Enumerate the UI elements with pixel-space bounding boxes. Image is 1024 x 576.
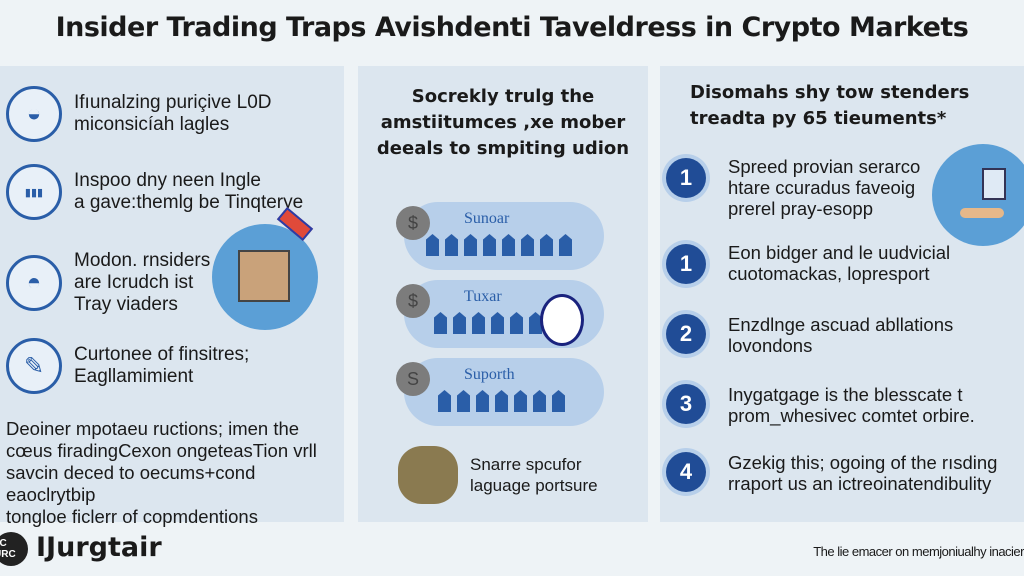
paragraph-line: cœus firadingCexon ongeteasTion vrll <box>6 440 317 461</box>
item-text: Eagllamimient <box>74 366 194 387</box>
caption-line: Snarre spcufor <box>470 455 582 474</box>
middle-heading: Socrekly trulg the amstiitumces ,xe mobe… <box>358 84 648 162</box>
audio-wave-icon: ▮▮▮ <box>6 164 62 220</box>
item-text: Tray viaders <box>74 294 178 315</box>
paragraph-line: savcin deced to oecums+cond eaoclrytbip <box>6 462 256 505</box>
pill-label: Suporth <box>464 366 515 383</box>
middle-panel: Socrekly trulg the amstiitumces ,xe mobe… <box>358 66 648 522</box>
step-line: prerel pray-esopp <box>728 198 873 219</box>
step-line: Gzekig this; ogoing of the rısding <box>728 452 998 473</box>
paragraph-line: Deoiner mpotaeu ructions; imen the <box>6 418 300 439</box>
hand-cursor-icon <box>540 294 584 346</box>
list-item: ✎ Curtonee of finsitres;Eagllamimient <box>6 338 249 394</box>
item-text: a gave:themlg be Tinqterye <box>74 192 304 213</box>
bowl-icon: ◒ <box>6 86 62 142</box>
coin-icon: $ <box>396 206 430 240</box>
paragraph-line: tongloe ficlerr of copmdentions <box>6 506 258 527</box>
item-text: miconsicíah lagles <box>74 114 230 135</box>
step-number: 4 <box>666 452 706 492</box>
money-bag-icon <box>398 446 458 504</box>
step-line: lovondons <box>728 335 813 356</box>
calculator-hand-illustration <box>932 144 1024 246</box>
coin-icon: $ <box>396 284 430 318</box>
footer-tagline: The lie emacer on memjoniualhy inacier <box>813 544 1024 559</box>
heading-line: Disomahs shy tow stenders <box>690 82 970 103</box>
box-icon <box>238 250 290 302</box>
bar-icons <box>438 390 565 412</box>
right-panel: Disomahs shy tow stenders treadta py 65 … <box>660 66 1024 522</box>
brand-name: Ĳurgtair <box>36 532 162 563</box>
heading-line: Socrekly trulg the <box>411 86 595 107</box>
brand-logo: JC URC <box>0 532 28 566</box>
pill-label: Tuxar <box>464 288 502 305</box>
chart-pill: $ Sunoar <box>396 202 604 270</box>
step-line: Enzdlnge ascuad abllations <box>728 314 954 335</box>
item-text: Modon. rnsiders <box>74 250 211 271</box>
step-number: 1 <box>666 158 706 198</box>
step-line: rraport us an ictreoinatendibulity <box>728 473 992 494</box>
item-text: Inspoo dny neen Ingle <box>74 170 261 191</box>
pill-label: Sunoar <box>464 210 510 227</box>
bar-icons <box>434 312 542 334</box>
item-text: Ifıunalzing puriçive L0D <box>74 92 272 113</box>
item-text: Curtonee of finsitres; <box>74 344 250 365</box>
step-number: 3 <box>666 384 706 424</box>
heading-line: deeals to smpiting udion <box>376 138 630 159</box>
step-line: Inygatgage is the blesscate t <box>728 384 963 405</box>
coin-icon: S <box>396 362 430 396</box>
middle-caption: Snarre spcufor laguage portsure <box>470 454 598 496</box>
chart-pill: S Suporth <box>396 358 604 426</box>
summary-paragraph: Deoiner mpotaeu ructions; imen the cœus … <box>6 418 341 528</box>
step-line: Eon bidger and le uudvicial <box>728 242 951 263</box>
step-line: prom_whesivec comtet orbire. <box>728 405 975 426</box>
step-line: htare ccuradus faveoig <box>728 177 916 198</box>
bar-icons <box>426 234 572 256</box>
dish-icon: ◓ <box>6 255 62 311</box>
calculator-icon <box>982 168 1006 200</box>
box-illustration <box>212 206 318 330</box>
page-title: Insider Trading Traps Avishdenti Taveldr… <box>55 12 969 43</box>
item-text: are Icrudch ist <box>74 272 194 293</box>
step-number: 2 <box>666 314 706 354</box>
step-line: cuotomackas, lopresport <box>728 263 930 284</box>
hand-icon <box>960 208 1004 218</box>
right-heading: Disomahs shy tow stenders treadta py 65 … <box>690 80 969 132</box>
heading-line: amstiitumces ,xe mober <box>380 112 626 133</box>
pen-icon: ✎ <box>6 338 62 394</box>
caption-line: laguage portsure <box>470 476 598 495</box>
chart-pill: $ Tuxar <box>396 280 604 348</box>
step-number: 1 <box>666 244 706 284</box>
heading-line: treadta py 65 tieuments* <box>690 108 947 129</box>
step-line: Spreed provian serarco <box>728 156 921 177</box>
